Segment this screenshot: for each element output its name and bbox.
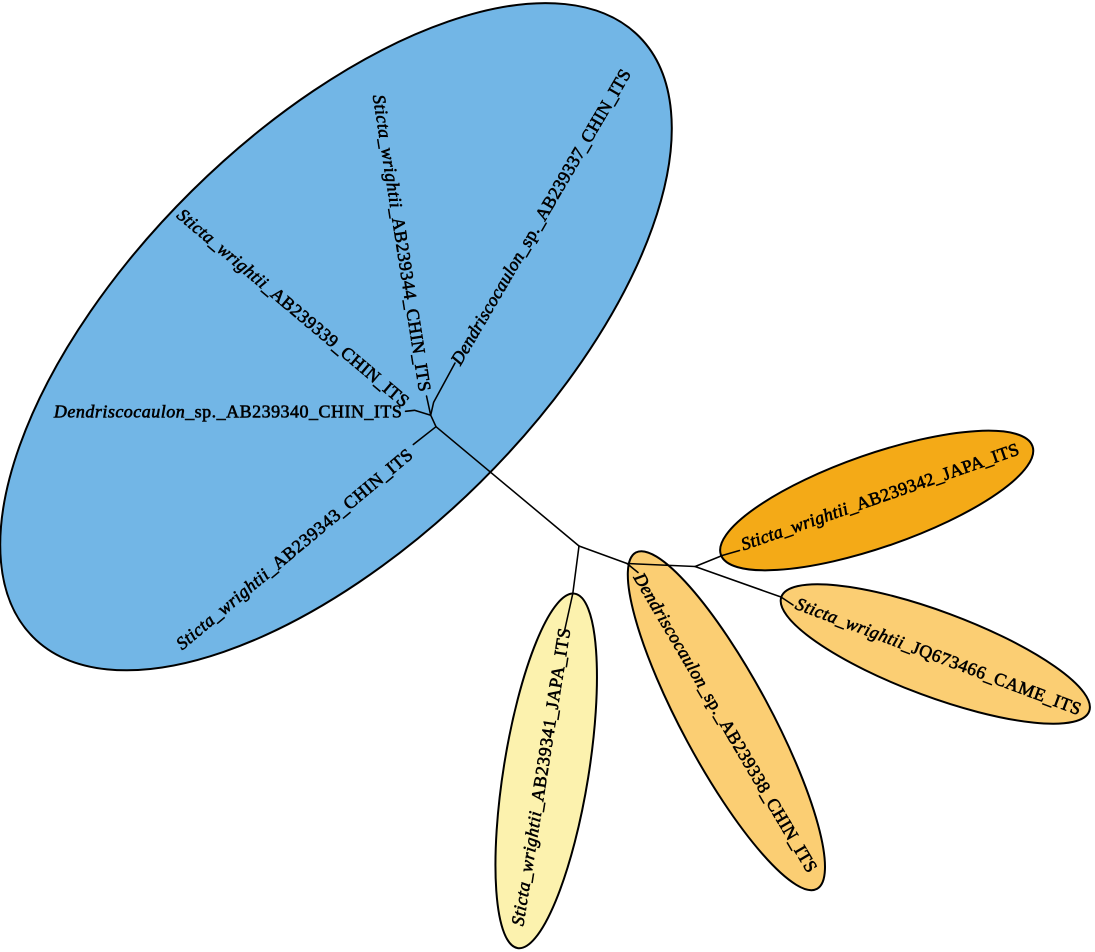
svg-text:Dendriscocaulon_sp._AB239340_C: Dendriscocaulon_sp._AB239340_CHIN_ITS — [53, 402, 402, 422]
